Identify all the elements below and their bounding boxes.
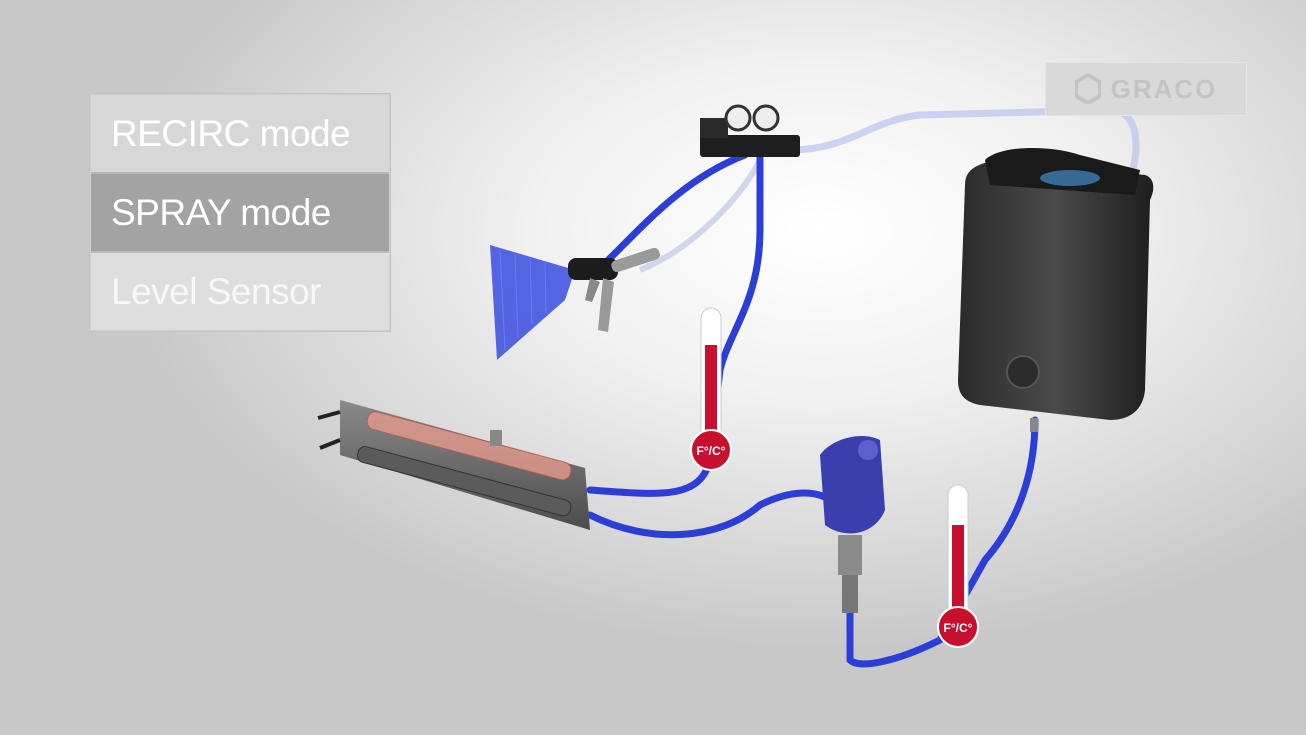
spray-fan	[490, 245, 575, 360]
mode-menu: RECIRC mode SPRAY mode Level Sensor	[89, 93, 391, 332]
supply-tank	[958, 148, 1154, 432]
return-hose	[789, 106, 1140, 182]
gun-hose-faint	[638, 158, 763, 273]
pressure-gauge-icon	[752, 104, 780, 132]
thermometer-label: F°/C°	[944, 621, 973, 635]
thermometer-icon: F°/C°	[690, 307, 732, 471]
inline-heater	[317, 400, 590, 530]
pressure-manifold	[700, 104, 800, 157]
menu-item-level-sensor[interactable]: Level Sensor	[91, 253, 389, 330]
graco-logo-icon	[1074, 74, 1101, 104]
thermometer-label: F°/C°	[697, 444, 726, 458]
hoses	[586, 151, 1039, 668]
logo-text: GRACO	[1110, 73, 1218, 104]
pump	[820, 435, 885, 613]
menu-item-spray-mode[interactable]: SPRAY mode	[91, 174, 389, 253]
spray-gun	[568, 247, 660, 332]
pressure-gauge-icon	[724, 104, 752, 132]
thermometer-icon: F°/C°	[937, 484, 979, 648]
menu-item-recirc-mode[interactable]: RECIRC mode	[91, 95, 389, 174]
graco-logo: GRACO	[1045, 62, 1247, 116]
